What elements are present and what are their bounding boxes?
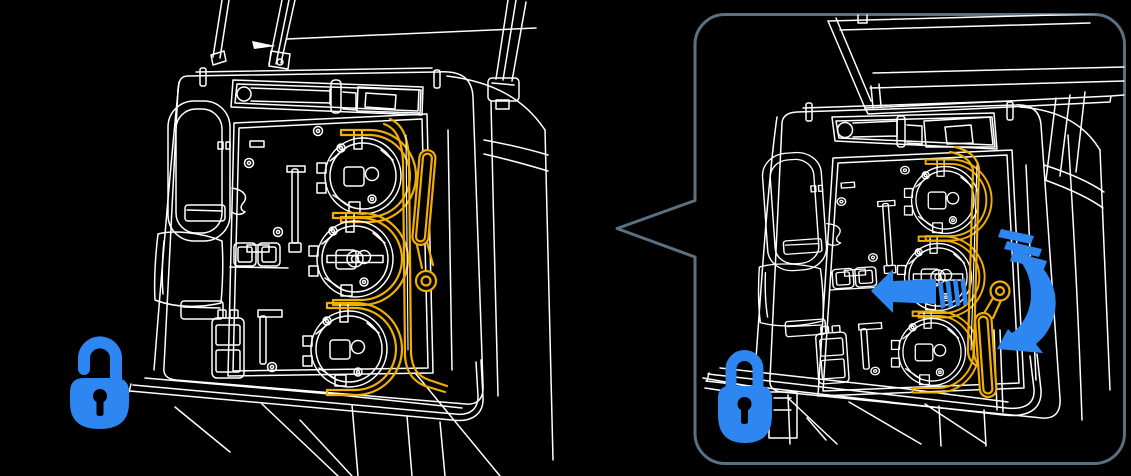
callout-content: [702, 14, 1125, 447]
lock-lever-lowered: [974, 280, 1011, 399]
padlock-open-icon: [70, 336, 129, 429]
callout-lid: [827, 14, 1125, 181]
guide-strip-left: [382, 117, 449, 394]
padlock-closed-icon: [718, 350, 772, 443]
lock-lever-raised: [411, 149, 438, 293]
padlock-open-shackle: [78, 336, 123, 387]
callout: [615, 13, 1126, 465]
padlock-closed-shackle: [725, 350, 764, 394]
rotate-lever-arrow: [997, 229, 1056, 353]
machine-left: [128, 67, 554, 461]
machine-left-body-lines: [128, 67, 554, 461]
left-background-lines: [174, 0, 537, 476]
left-scene: [70, 0, 554, 476]
push-left-arrow: [871, 269, 968, 313]
